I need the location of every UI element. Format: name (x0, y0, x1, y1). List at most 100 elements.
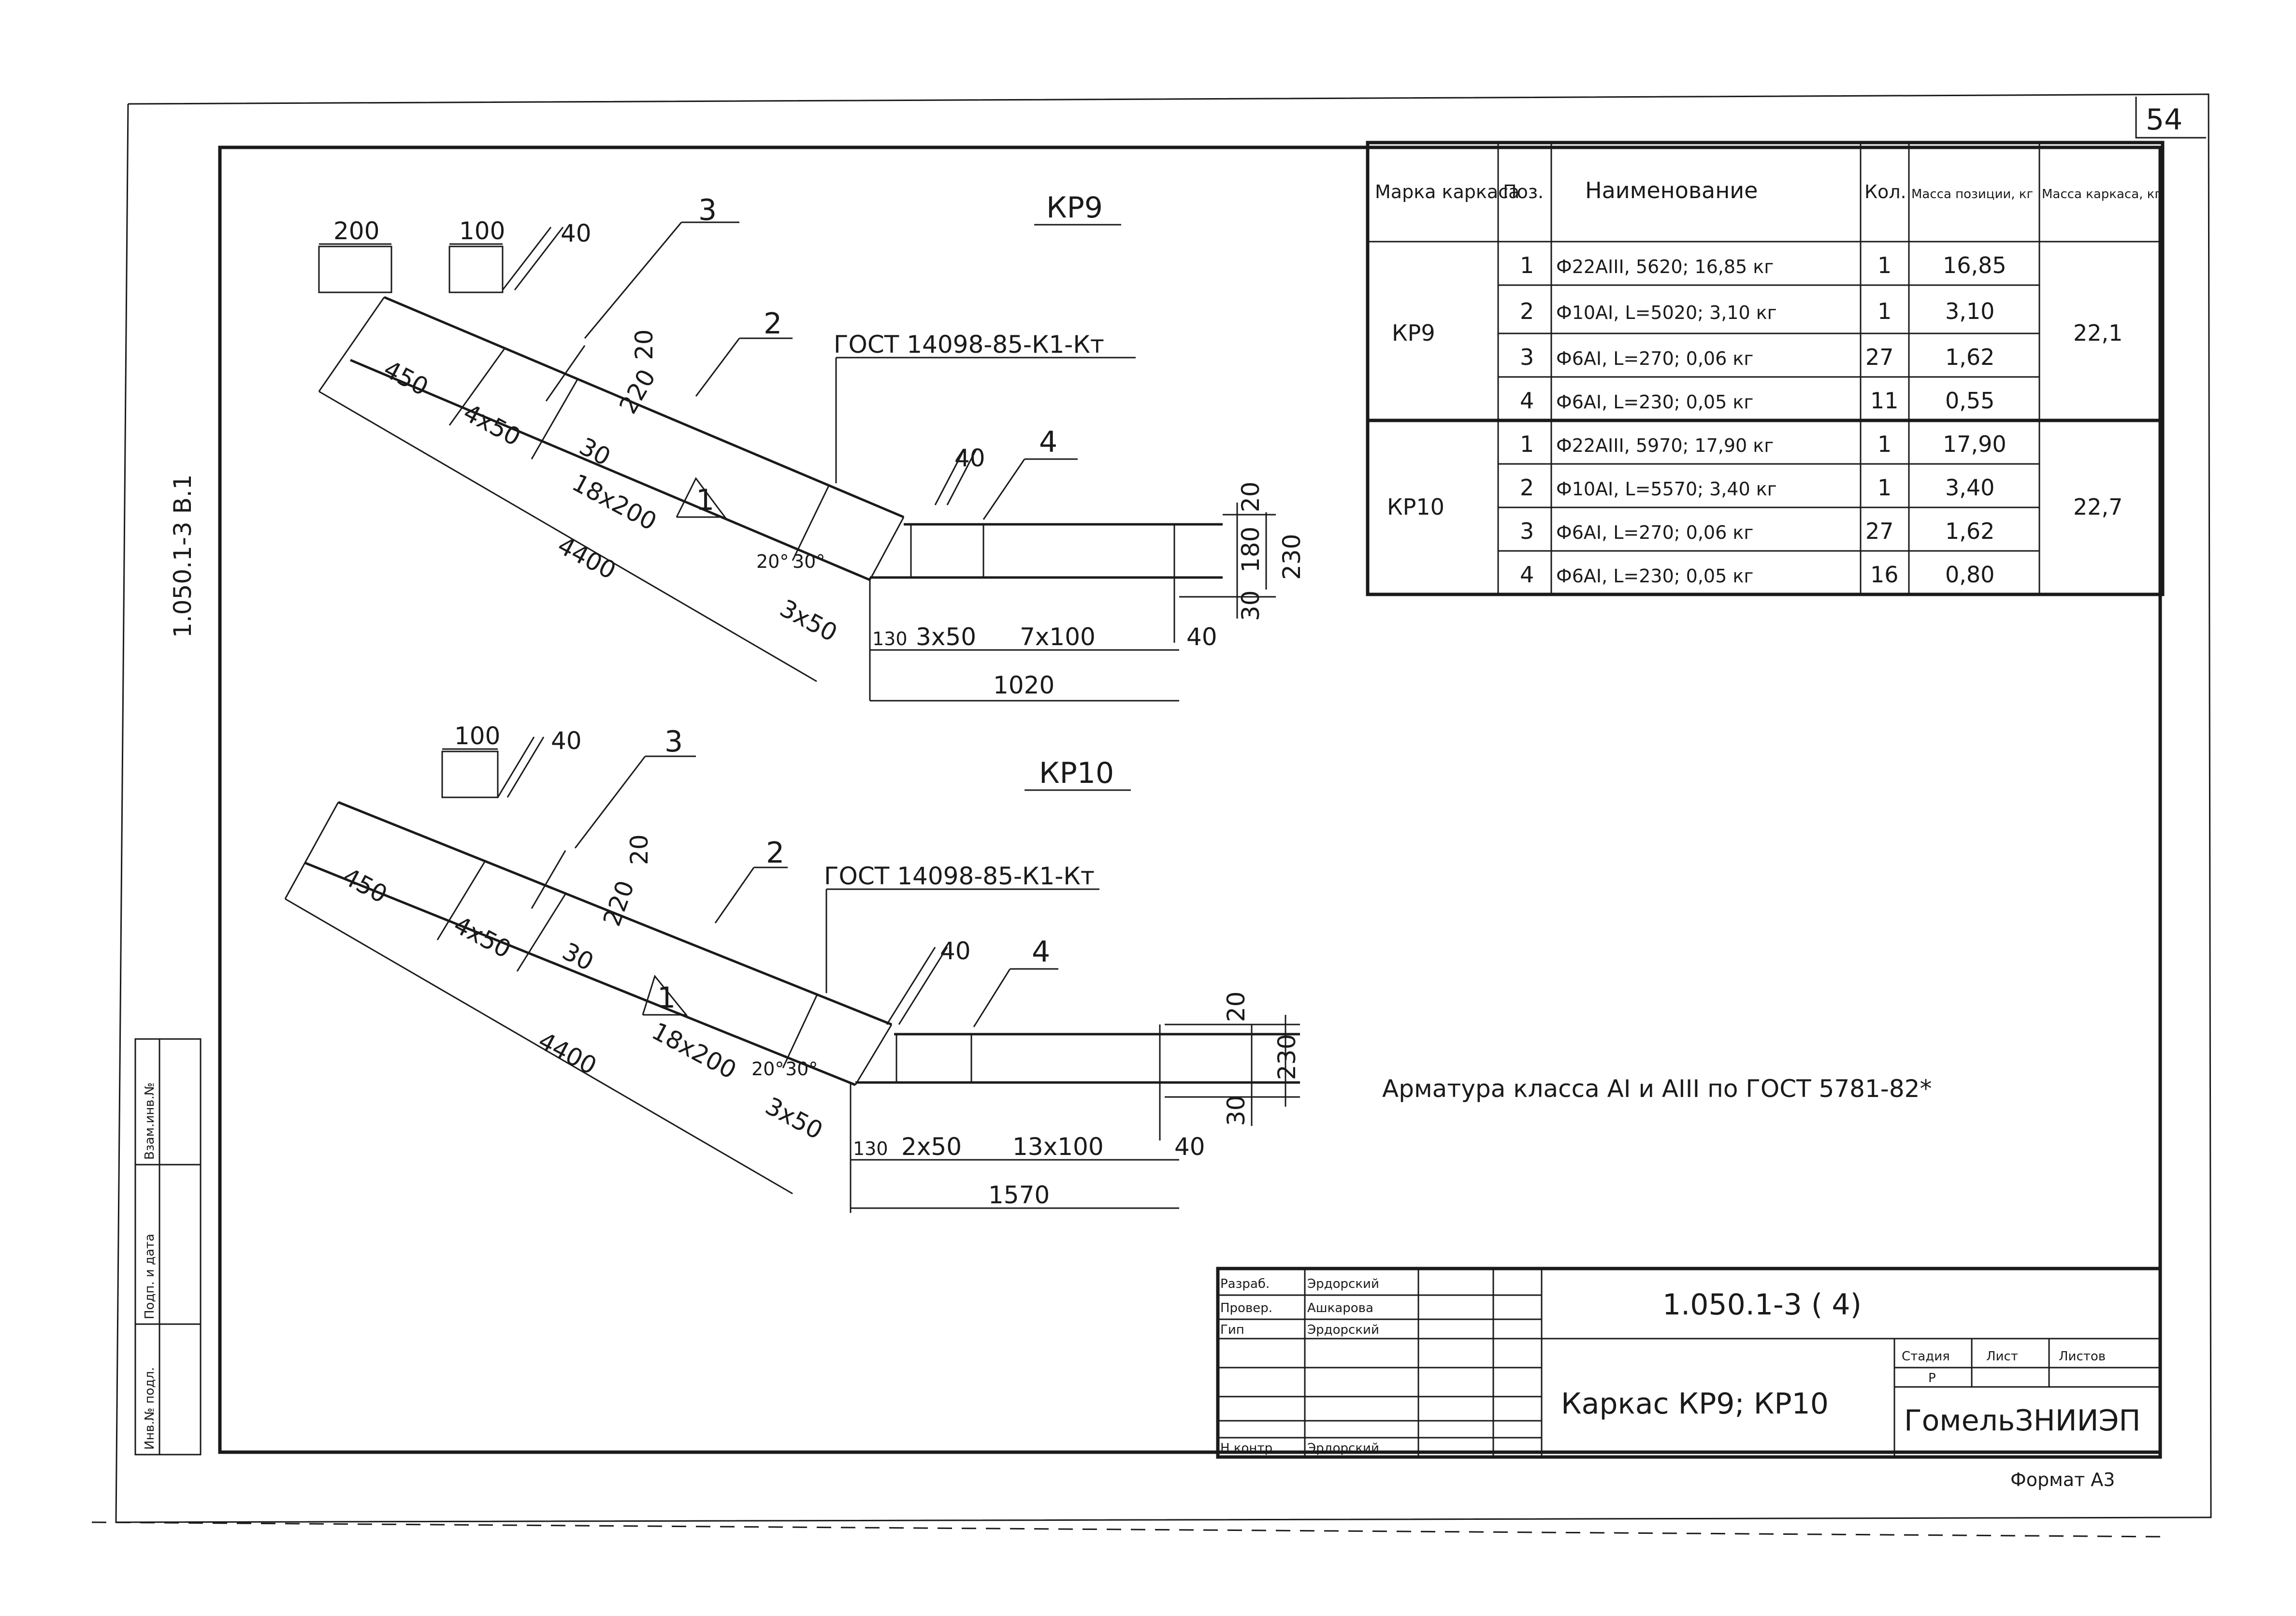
kp10-dim-13x100: 13x100 (1012, 1133, 1104, 1161)
rebar-class-note: Арматура класса АI и АIII по ГОСТ 5781-8… (1382, 1075, 1932, 1103)
kp9-row3-pos: 3 (1520, 344, 1534, 370)
kp10-dim-100: 100 (454, 722, 500, 750)
kp9-row4-qty: 11 (1870, 388, 1899, 414)
group-mark-kp9: КР9 (1392, 320, 1435, 346)
tb-sheets-label: Листов (2059, 1349, 2106, 1364)
kp9-callout-1: 1 (696, 483, 714, 517)
kp10-row3-name: Ф6АI, L=270; 0,06 кг (1556, 522, 1753, 543)
kp9-row3-qty: 27 (1865, 344, 1894, 370)
kp10-dim-130: 130 (853, 1138, 888, 1159)
group-mass-kp10: 22,7 (2073, 494, 2123, 520)
kp10-row2-qty: 1 (1877, 475, 1892, 501)
kp10-dim-30: 30 (558, 937, 598, 976)
kp10-row3-qty: 27 (1865, 518, 1894, 544)
spec-table: Марка каркаса Поз. Наименование Кол. Мас… (1366, 141, 2165, 596)
kp9-dim-20b: 20 (1237, 481, 1265, 512)
kp9-dim-30: 30 (575, 432, 615, 471)
kp10-dim-4x50: 4x50 (449, 910, 516, 964)
side-inv-orig: Инв.№ подл. (143, 1367, 157, 1450)
kp10-dim-450: 450 (338, 862, 391, 909)
side-sign-date: Подп. и дата (143, 1234, 157, 1319)
kp10-row4-mass: 0,80 (1945, 562, 1994, 588)
kp10-row1-name: Ф22АIII, 5970; 17,90 кг (1556, 435, 1774, 456)
kp9-title: КР9 (1046, 191, 1103, 225)
kp9-dim-3x50: 3x50 (775, 594, 842, 647)
tb-stage-label: Стадия (1902, 1349, 1950, 1364)
kp9-dim-200: 200 (333, 217, 379, 245)
kp9-gost: ГОСТ 14098-85-К1-Кт (834, 331, 1104, 359)
kp9-angle-20: 20° (756, 551, 789, 572)
kp10-dim-4400: 4400 (534, 1026, 601, 1080)
kp9-dim-130: 130 (872, 628, 908, 649)
group-mark-kp10: КР10 (1387, 494, 1444, 520)
kp9-row1-qty: 1 (1877, 252, 1892, 278)
hdr-mark: Марка каркаса (1375, 181, 1519, 202)
kp10-row1-qty: 1 (1877, 431, 1892, 457)
kp9-row3-name: Ф6АI, L=270; 0,06 кг (1556, 348, 1753, 369)
kp9-dim-4x50: 4x50 (459, 398, 525, 451)
kp10-row4-name: Ф6АI, L=230; 0,05 кг (1556, 565, 1753, 587)
kp10-dim-230: 230 (1273, 1034, 1301, 1080)
kp9-dim-18x200: 18x200 (567, 468, 661, 536)
kp9-row3-mass: 1,62 (1945, 344, 1994, 370)
side-doc-code: 1.050.1-3 В.1 (169, 474, 197, 638)
kp9-dim-450: 450 (379, 355, 433, 401)
tb-role-1: Разраб. (1220, 1277, 1270, 1291)
kp10-dim-18x200: 18x200 (647, 1017, 741, 1084)
kp9-dim-line-4400 (318, 390, 817, 682)
kp10-top-bar (338, 801, 892, 1026)
sheet-format: Формат А3 (2010, 1469, 2115, 1490)
kp10-dim-40c: 40 (1174, 1133, 1205, 1161)
kp10-dim-40b: 40 (940, 937, 971, 965)
hdr-mass-frame: Масса каркаса, кг (2042, 187, 2161, 202)
tb-name-3: Эрдорский (1307, 1323, 1379, 1337)
kp9-row1-pos: 1 (1520, 252, 1534, 278)
kp10-dim-40a: 40 (551, 727, 582, 755)
group-mass-kp9: 22,1 (2073, 320, 2123, 346)
kp9-bottom-bar (350, 359, 870, 581)
kp10-bottom-bar (304, 861, 856, 1086)
kp10-dim-1570: 1570 (988, 1181, 1050, 1209)
kp9-top-bar (384, 296, 904, 519)
kp10-dim-2x50: 2x50 (901, 1133, 962, 1161)
kp10-drawing: КР10 10 (284, 722, 1301, 1213)
kp9-dim-40b: 40 (954, 444, 985, 472)
page-number: 54 (2146, 103, 2182, 137)
kp10-dim-20: 20 (625, 834, 653, 865)
kp9-dim-4400: 4400 (553, 531, 621, 585)
kp9-row4-mass: 0,55 (1945, 388, 1994, 414)
kp9-dim-20: 20 (630, 329, 658, 360)
tb-doc-code: 1.050.1-3 ( 4) (1662, 1288, 1862, 1322)
kp10-row3-mass: 1,62 (1945, 518, 1994, 544)
hdr-mass-pos: Масса позиции, кг (1911, 187, 2033, 202)
kp9-dim-180: 180 (1237, 527, 1265, 573)
kp9-row2-mass: 3,10 (1945, 298, 1994, 324)
kp9-dim-30b: 30 (1237, 590, 1265, 621)
kp9-row2-qty: 1 (1877, 298, 1892, 324)
kp10-dim-30b: 30 (1222, 1095, 1250, 1126)
kp9-angle-30: 30° (793, 551, 825, 572)
kp10-gost: ГОСТ 14098-85-К1-Кт (824, 862, 1095, 890)
kp9-row4-pos: 4 (1520, 388, 1534, 414)
kp10-callout-1: 1 (657, 981, 676, 1015)
kp10-dim-20b: 20 (1222, 991, 1250, 1022)
kp10-angle-20: 20° (751, 1058, 784, 1080)
kp9-row1-mass: 16,85 (1943, 252, 2007, 278)
kp9-dim-40a: 40 (561, 219, 592, 247)
hdr-name: Наименование (1585, 177, 1758, 203)
tb-name-2: Ашкарова (1307, 1301, 1373, 1315)
tb-sheet-label: Лист (1986, 1349, 2018, 1364)
kp9-dim-1020: 1020 (993, 671, 1054, 699)
kp10-angle-30: 30° (785, 1058, 818, 1080)
kp10-callout-3: 3 (664, 725, 683, 759)
kp9-drawing: КР9 (318, 191, 1306, 702)
kp10-row2-name: Ф10АI, L=5570; 3,40 кг (1556, 478, 1777, 500)
kp10-title: КР10 (1039, 756, 1114, 790)
tb-drawing-title: Каркас КР9; КР10 (1561, 1387, 1829, 1421)
kp9-row2-name: Ф10АI, L=5020; 3,10 кг (1556, 302, 1777, 323)
kp10-row1-mass: 17,90 (1943, 431, 2007, 457)
hdr-pos: Поз. (1503, 181, 1544, 202)
kp10-row4-qty: 16 (1870, 562, 1899, 588)
kp10-row1-pos: 1 (1520, 431, 1534, 457)
kp10-row2-pos: 2 (1520, 475, 1534, 501)
